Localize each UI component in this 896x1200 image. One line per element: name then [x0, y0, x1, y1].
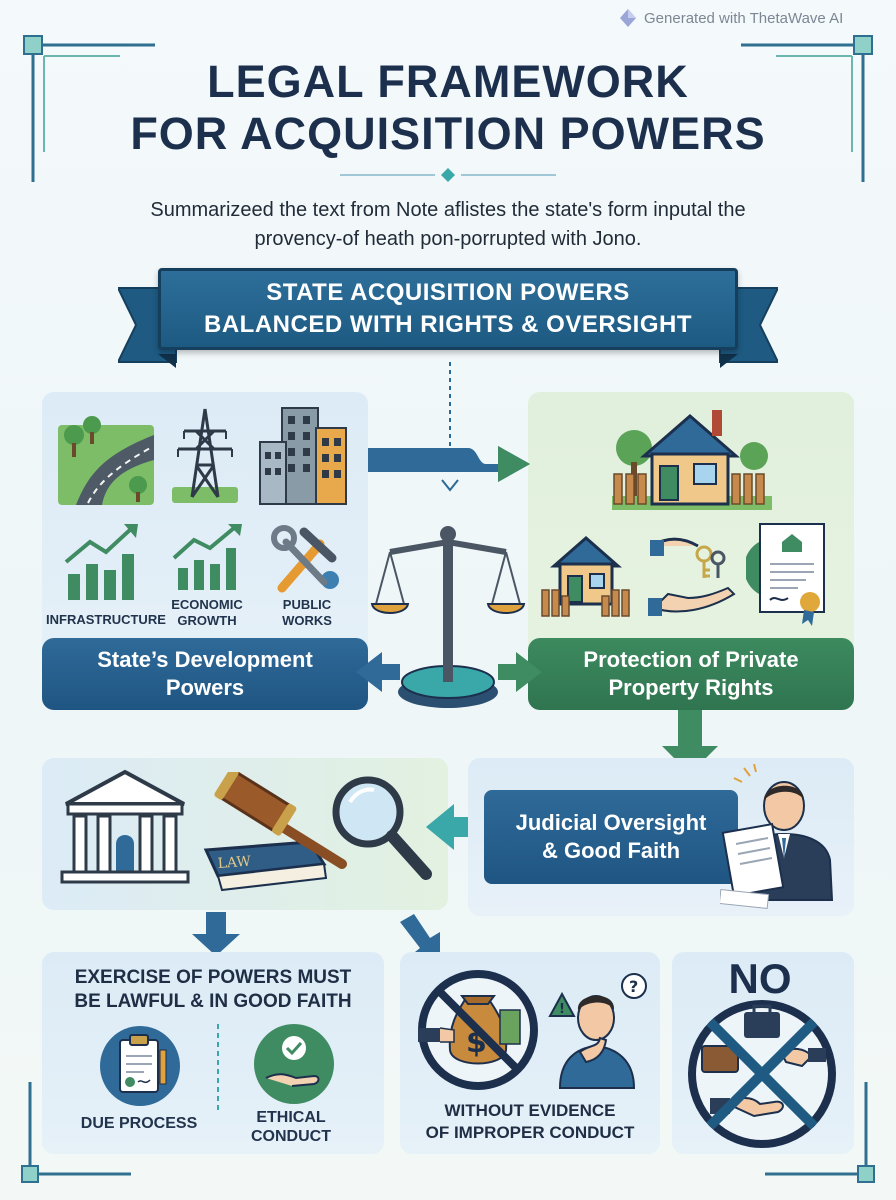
property-caption-line1: Protection of Private — [583, 647, 799, 672]
road-icon — [58, 416, 154, 505]
no-label: NO — [728, 955, 792, 1002]
lawful-heading-line1: EXERCISE OF POWERS MUST — [74, 967, 352, 988]
small-house-icon — [541, 536, 630, 617]
subtitle-line2: provency-of heath pon-porrupted with Jon… — [254, 228, 642, 250]
label-due-process: DUE PROCESS — [80, 1115, 198, 1132]
official-reading-icon — [720, 764, 834, 910]
no-corrupt-deal-icon — [688, 1000, 836, 1148]
page-title-line2: FOR ACQUISITION POWERS — [130, 108, 766, 159]
title-divider — [340, 168, 556, 182]
summary-banner: STATE ACQUISITION POWERS BALANCED WITH R… — [118, 262, 778, 374]
judicial-caption: Judicial Oversight & Good Faith — [484, 790, 738, 884]
state-powers-caption: State’s Development Powers — [42, 638, 368, 710]
property-rights-caption: Protection of Private Property Rights — [528, 638, 854, 710]
arrow-judicial-to-legal — [426, 804, 488, 850]
gavel-icon: LAW — [203, 772, 347, 892]
corner-ornament-bottom-right — [765, 1082, 875, 1183]
arrow-legal-to-lawful — [192, 912, 240, 956]
question-mark: ? — [629, 977, 638, 996]
judicial-caption-line1: Judicial Oversight — [515, 810, 707, 835]
arrow-legal-to-evidence — [400, 914, 440, 962]
corner-ornament-top-left — [23, 35, 155, 182]
two-way-arrow — [356, 652, 542, 692]
key-handover-icon — [648, 537, 736, 616]
evidence-caption-line1: WITHOUT EVIDENCE — [444, 1101, 616, 1120]
hand-check-icon — [254, 1024, 334, 1104]
property-caption-line2: Property Rights — [608, 675, 774, 700]
hammer-wrench-icon — [271, 525, 339, 593]
corner-ornament-bottom-left — [21, 1082, 131, 1183]
balance-scale-icon — [370, 526, 526, 708]
state-caption-line1: State’s Development — [97, 647, 313, 672]
arrow-state-to-property — [368, 446, 530, 482]
state-caption-line2: Powers — [165, 675, 245, 700]
deed-certificate-icon — [746, 523, 825, 626]
watermark-text: Generated with ThetaWave AI — [644, 9, 844, 27]
no-bribery-icon: $ — [418, 970, 538, 1090]
lawful-divider — [217, 1024, 219, 1110]
watermark: Generated with ThetaWave AI — [618, 8, 843, 28]
courthouse-icon — [60, 769, 190, 884]
evidence-caption: WITHOUT EVIDENCE OF IMPROPER CONDUCT — [404, 1100, 656, 1144]
judicial-caption-line2: & Good Faith — [541, 838, 681, 863]
warning-mark: ! — [559, 1002, 565, 1017]
label-ethical-conduct: ETHICAL CONDUCT — [251, 1109, 331, 1145]
corner-ornament-top-right — [741, 35, 873, 182]
label-infrastructure: INFRASTRUCTURE — [46, 612, 166, 627]
thinking-person-icon: ? ! — [548, 973, 647, 1089]
page-title-line1: LEGAL FRAMEWORK — [207, 56, 689, 107]
banner-line2: BALANCED WITH RIGHTS & OVERSIGHT — [204, 311, 692, 338]
subtitle-line1: Summarizeed the text from Note aflistes … — [150, 199, 746, 221]
lawful-heading: EXERCISE OF POWERS MUST BE LAWFUL & IN G… — [60, 966, 366, 1014]
law-book-text: LAW — [217, 854, 252, 872]
growth-chart-icon — [172, 524, 242, 590]
label-economic-growth: ECONOMIC GROWTH — [171, 597, 243, 628]
magnifier-icon — [332, 776, 432, 880]
label-public-works: PUBLIC WORKS — [282, 597, 332, 628]
house-icon — [612, 410, 772, 510]
buildings-icon — [259, 407, 347, 505]
banner-main: STATE ACQUISITION POWERS BALANCED WITH R… — [158, 268, 738, 350]
clipboard-icon — [100, 1026, 180, 1106]
power-pylon-icon — [172, 408, 238, 503]
bar-chart-up-icon — [64, 524, 138, 600]
subtitle: Summarizeed the text from Note aflistes … — [40, 196, 856, 254]
lawful-heading-line2: BE LAWFUL & IN GOOD FAITH — [74, 991, 352, 1012]
thetawave-logo-icon — [620, 9, 636, 27]
evidence-caption-line2: OF IMPROPER CONDUCT — [425, 1123, 635, 1142]
banner-line1: STATE ACQUISITION POWERS — [266, 279, 630, 306]
